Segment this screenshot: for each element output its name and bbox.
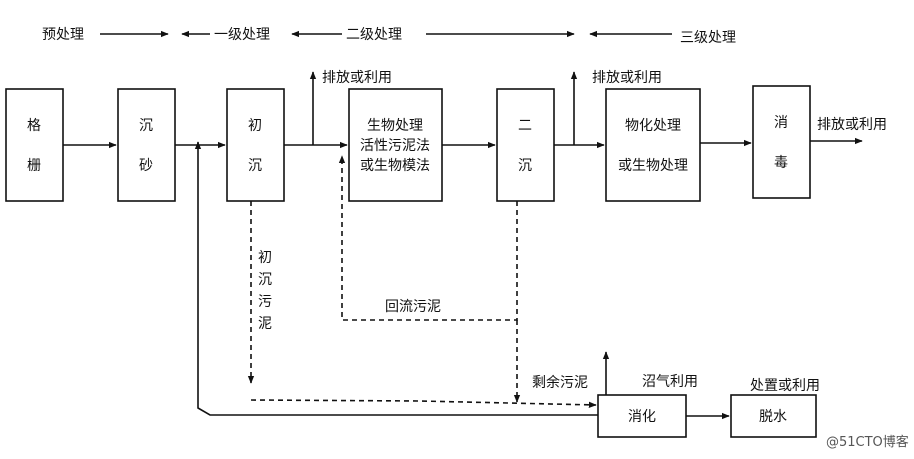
primary-settling-box: 初 沉 xyxy=(226,88,285,202)
disinfect-label-2: 毒 xyxy=(774,155,788,171)
stage-label-tertiary: 三级处理 xyxy=(680,30,736,46)
digest-label: 消化 xyxy=(628,409,656,425)
disinfection-box: 消 毒 xyxy=(752,85,811,199)
discharge-label-3: 排放或利用 xyxy=(817,117,887,133)
biological-treatment-box: 生物处理 活性污泥法 或生物模法 xyxy=(348,88,443,202)
grille-label-2: 栅 xyxy=(27,158,41,174)
bio-label-3: 或生物模法 xyxy=(360,158,430,174)
disposal-label: 处置或利用 xyxy=(750,378,820,394)
disinfect-label-1: 消 xyxy=(774,115,788,131)
dewater-label: 脱水 xyxy=(759,409,787,425)
supernatant-return-line xyxy=(194,141,598,416)
digestion-box: 消化 xyxy=(597,394,687,438)
discharge-label-1: 排放或利用 xyxy=(322,70,392,86)
stage-label-pretreatment: 预处理 xyxy=(42,27,84,43)
grille-label-1: 格 xyxy=(27,118,41,134)
grit-label-2: 砂 xyxy=(139,158,153,174)
grit-chamber-box: 沉 砂 xyxy=(117,88,176,202)
primary-sludge-char-3: 污 xyxy=(258,294,272,310)
primary-sludge-char-2: 沉 xyxy=(258,272,272,288)
primary-settle-label-1: 初 xyxy=(248,117,262,134)
primary-settle-label-2: 沉 xyxy=(248,158,262,174)
return-sludge-label: 回流污泥 xyxy=(385,299,441,315)
grille-box: 格 栅 xyxy=(5,88,64,202)
dewatering-box: 脱水 xyxy=(730,394,817,438)
secondary-settle-label-1: 二 xyxy=(518,118,532,134)
bio-label-2: 活性污泥法 xyxy=(360,138,430,154)
primary-sludge-char-1: 初 xyxy=(258,249,272,266)
bio-label-1: 生物处理 xyxy=(367,118,423,134)
watermark: @51CTO博客 xyxy=(826,434,909,450)
advanced-label-2: 或生物处理 xyxy=(618,158,688,174)
secondary-settling-box: 二 沉 xyxy=(496,88,555,202)
grit-label-1: 沉 xyxy=(139,118,153,134)
sludge-to-digestion-line xyxy=(250,399,597,409)
advanced-label-1: 物化处理 xyxy=(625,118,681,134)
discharge-label-2: 排放或利用 xyxy=(592,70,662,86)
excess-sludge-label: 剩余污泥 xyxy=(532,374,588,391)
advanced-treatment-box: 物化处理 或生物处理 xyxy=(605,88,701,202)
biogas-label: 沼气利用 xyxy=(642,374,698,390)
stage-label-secondary: 二级处理 xyxy=(346,27,402,43)
stage-label-primary: 一级处理 xyxy=(214,27,270,43)
secondary-settle-label-2: 沉 xyxy=(518,158,532,174)
primary-sludge-char-4: 泥 xyxy=(258,316,272,332)
